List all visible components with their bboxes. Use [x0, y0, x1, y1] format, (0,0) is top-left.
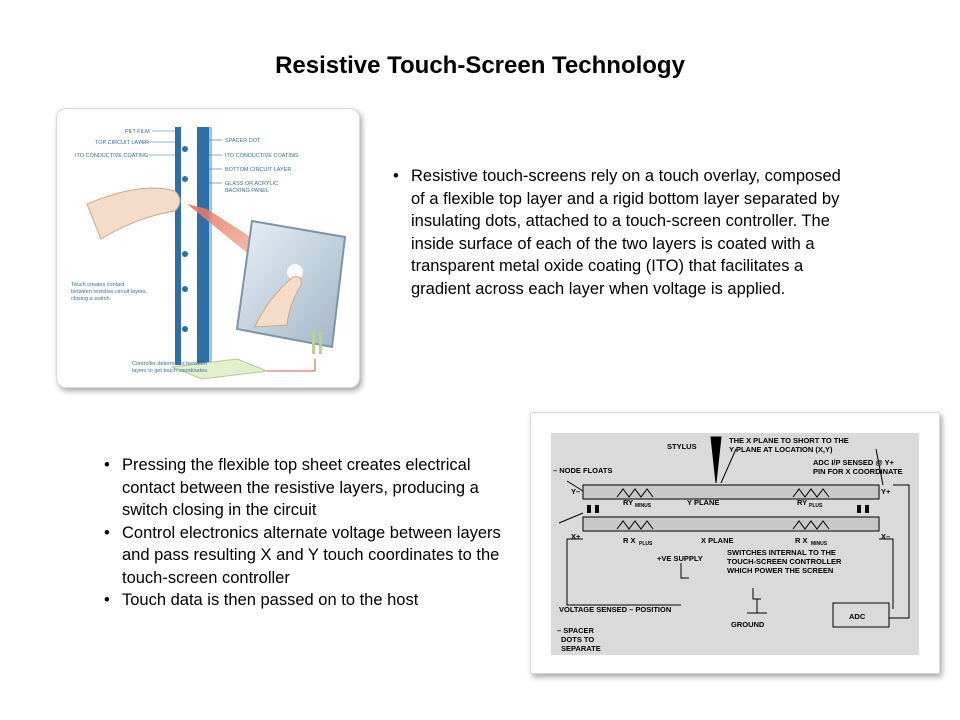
label-ito-right: ITO CONDUCTIVE COATING	[225, 153, 298, 159]
label-adc-sense-2: PIN FOR X COORDINATE	[813, 467, 902, 476]
label-switches-1: SWITCHES INTERNAL TO THE	[727, 548, 836, 557]
slide-title: Resistive Touch-Screen Technology	[275, 52, 685, 79]
label-ground: GROUND	[731, 620, 765, 629]
label-rx-minus-sub: MINUS	[811, 541, 828, 547]
touch-layer-illustration: PET FILM TOP CIRCUIT LAYER ITO CONDUCTIV…	[56, 108, 360, 388]
label-rx-plus-sub: PLUS	[639, 541, 653, 547]
label-y-plus: Y+	[881, 487, 891, 496]
bullet-list-bottom: Pressing the flexible top sheet creates …	[104, 454, 514, 612]
label-adc-sense-1: ADC I/P SENSED @ Y+	[813, 458, 895, 467]
label-x-minus: X–	[881, 532, 890, 541]
label-glass-1: GLASS OR ACRYLIC	[225, 181, 278, 187]
hand-illustration	[254, 276, 302, 328]
label-ry-minus-sub: MINUS	[635, 503, 652, 509]
bullet-item: Resistive touch-screens rely on a touch …	[393, 165, 853, 300]
bullet-item: Control electronics alternate voltage be…	[104, 522, 514, 590]
label-touch-2: between resistive circuit layers,	[71, 289, 148, 295]
label-y-plane: Y PLANE	[687, 498, 719, 507]
label-short-1: THE X PLANE TO SHORT TO THE	[729, 436, 849, 445]
label-rx-plus: R X	[623, 536, 636, 545]
label-ry-plus-sub: PLUS	[809, 503, 823, 509]
label-rx-minus: R X	[795, 536, 808, 545]
finger-illustration	[86, 187, 181, 240]
spacer-blocks	[587, 505, 869, 513]
label-switches-3: WHICH POWER THE SCREEN	[727, 566, 833, 575]
label-touch-3: closing a switch.	[71, 296, 112, 302]
label-ry-plus: RY	[797, 498, 807, 507]
label-ito-left: ITO CONDUCTIVE COATING	[75, 153, 148, 159]
label-bottom-circuit: BOTTOM CIRCUIT LAYER	[225, 167, 291, 173]
label-spacer-1: – SPACER	[557, 626, 595, 635]
bullet-item: Touch data is then passed on to the host	[104, 589, 514, 612]
label-x-plane: X PLANE	[701, 536, 734, 545]
label-ve-supply: +VE SUPPLY	[657, 554, 703, 563]
label-spacer-2: DOTS TO	[561, 635, 594, 644]
bullet-item: Pressing the flexible top sheet creates …	[104, 454, 514, 522]
label-controller-2: layers to get touch coordinates.	[132, 368, 209, 374]
adc-box	[832, 602, 890, 628]
label-node-floats: – NODE FLOATS	[553, 466, 612, 475]
label-x-plus: X+	[571, 532, 581, 541]
label-voltage-sensed: VOLTAGE SENSED – POSITION	[559, 605, 671, 614]
bottom-layer-bar	[197, 127, 209, 365]
label-pet-film: PET FILM	[125, 129, 150, 135]
bullet-list-top: Resistive touch-screens rely on a touch …	[393, 165, 853, 300]
label-switches-2: TOUCH-SCREEN CONTROLLER	[727, 557, 842, 566]
label-y-minus: Y–	[571, 487, 580, 496]
label-spacer-3: SEPARATE	[561, 644, 601, 653]
label-adc: ADC	[849, 612, 866, 621]
top-layer-bar	[175, 127, 181, 365]
label-top-circuit: TOP CIRCUIT LAYER	[95, 140, 149, 146]
label-short-2: Y PLANE AT LOCATION (X,Y)	[729, 445, 833, 454]
label-glass-2: BACKING PANEL	[225, 188, 269, 194]
circuit-diagram-figure: STYLUS THE X PLANE TO SHORT TO THE Y PLA…	[530, 412, 940, 674]
spacer-dots	[182, 146, 188, 332]
label-touch-1: Touch creates contact	[71, 282, 125, 288]
label-stylus: STYLUS	[667, 442, 697, 451]
label-spacer-dot: SPACER DOT	[225, 138, 261, 144]
label-controller-1: Controller determines between	[132, 361, 207, 367]
label-ry-minus: RY	[623, 498, 633, 507]
